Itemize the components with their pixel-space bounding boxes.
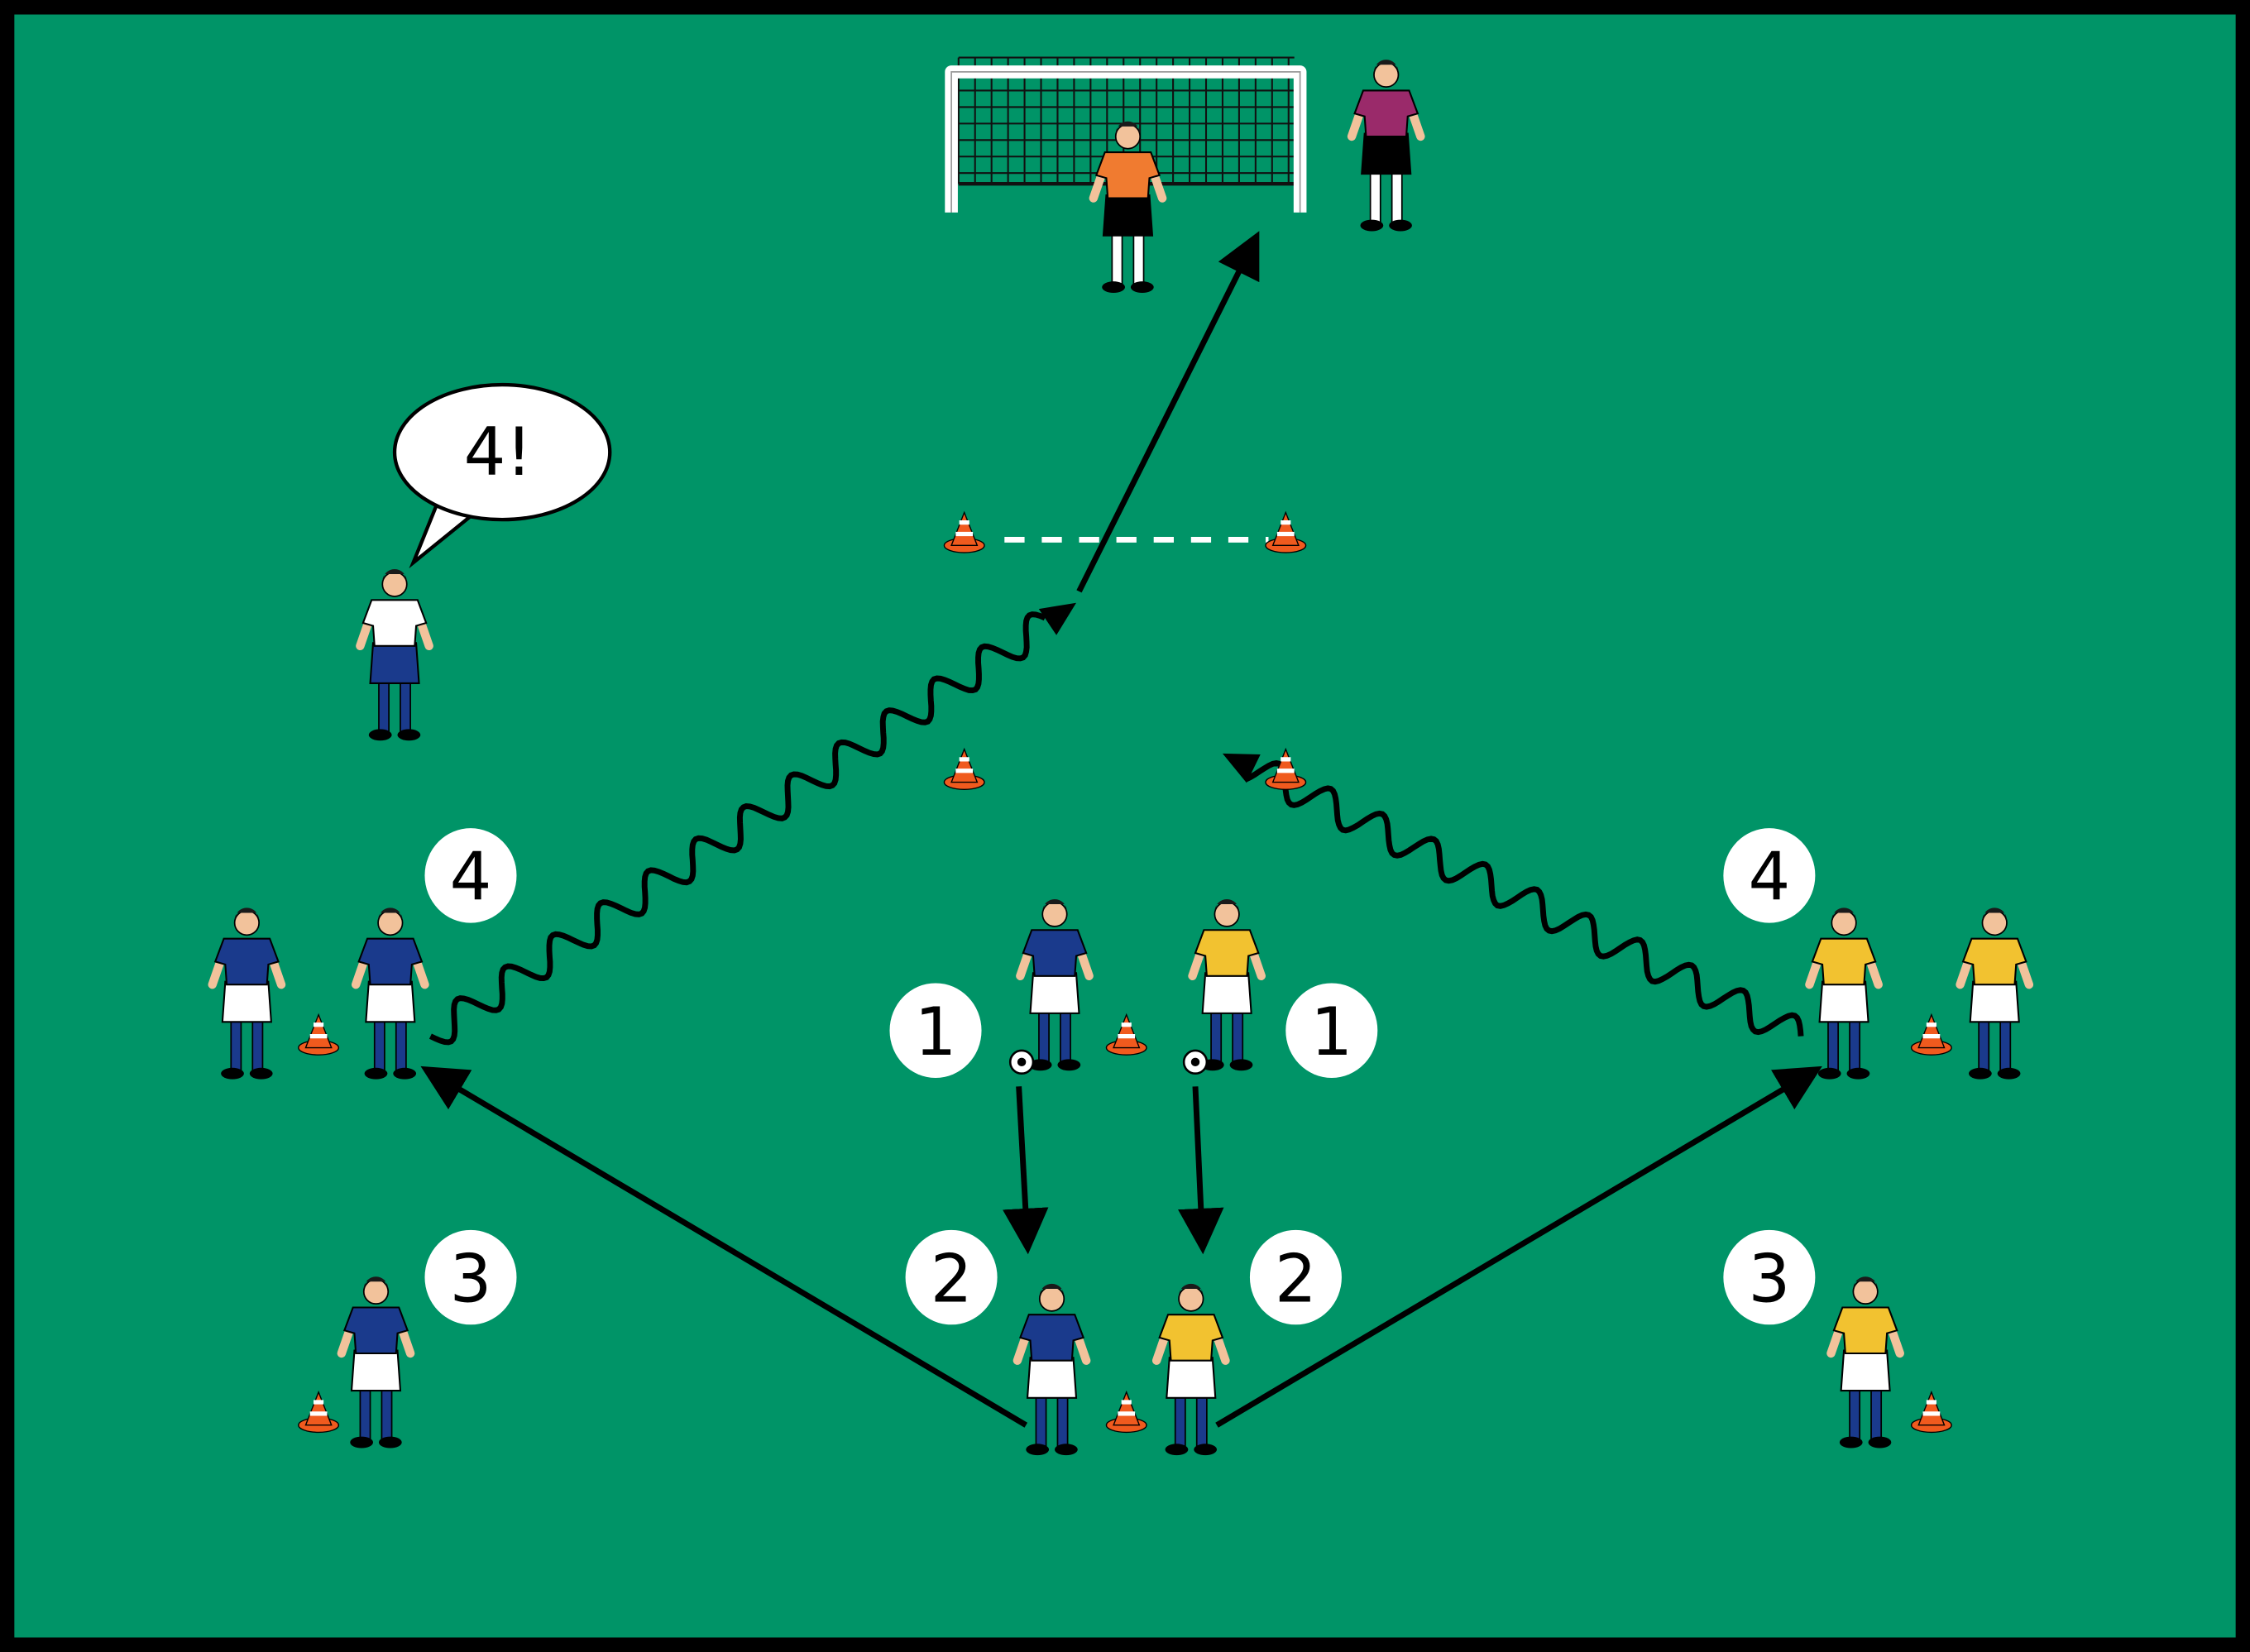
cone-icon [1265,510,1307,553]
step-number: 1 [915,994,957,1070]
cone-icon [943,510,985,553]
pass-arrow-1-left [1003,1086,1049,1255]
ball-icon [1008,1049,1035,1075]
player-yellow-4 [1805,907,1883,1080]
step-marker-4-left: 4 [424,828,517,923]
step-marker-4-right: 4 [1723,828,1816,923]
dribble-path-right [1244,759,1804,1037]
shot-arrow [1076,231,1260,593]
cone-icon [1105,1390,1147,1434]
cones-layer [298,510,1952,1434]
step-marker-3-right: 3 [1723,1229,1816,1325]
speech-bubble: 4! [392,382,612,569]
dribble-path-left [428,611,1046,1046]
goal-frame [945,65,1307,213]
pitch-surface [14,14,2236,1638]
step-number: 2 [931,1240,973,1317]
player-yellow-3 [1826,1276,1904,1448]
cone-icon [1105,1013,1147,1056]
player-blue-2 [1012,1283,1091,1456]
cone-icon [1910,1390,1952,1434]
step-number: 1 [1310,994,1352,1070]
cone-icon [298,1390,340,1434]
step-number: 4 [450,839,492,916]
step-marker-1-right: 1 [1285,983,1378,1078]
player-yellow-2 [1151,1283,1230,1456]
step-marker-2-right: 2 [1249,1229,1342,1325]
player-blue-4 [351,907,429,1080]
players-layer [208,60,2034,1456]
cone-icon [1265,747,1307,790]
step-number: 4 [1748,839,1790,916]
pass-arrow-2-right [1215,1065,1822,1428]
player-blue-3 [337,1276,415,1448]
goalkeeper-orange [1089,121,1167,294]
step-marker-2-left: 2 [905,1229,998,1325]
goalkeeper-purple [1347,60,1425,232]
player-blue-waiting [208,907,286,1080]
step-marker-1-left: 1 [889,983,982,1078]
pass-arrow-1-right [1178,1086,1224,1255]
cone-icon [298,1013,340,1056]
pass-arrow-2-left [420,1065,1028,1428]
cone-icon [1910,1013,1952,1056]
step-number: 3 [450,1240,492,1317]
player-blue-1 [1016,898,1094,1071]
step-number: 3 [1748,1240,1790,1317]
player-yellow-waiting [1956,907,2034,1080]
coach [356,569,433,741]
cone-icon [943,747,985,790]
step-marker-3-left: 3 [424,1229,517,1325]
number-markers: 4 4 1 1 2 2 3 3 [424,828,1816,1325]
step-number: 2 [1275,1240,1317,1317]
ball-icon [1182,1049,1209,1075]
arrows-layer [420,231,1822,1428]
speech-bubble-text: 4! [464,414,533,491]
